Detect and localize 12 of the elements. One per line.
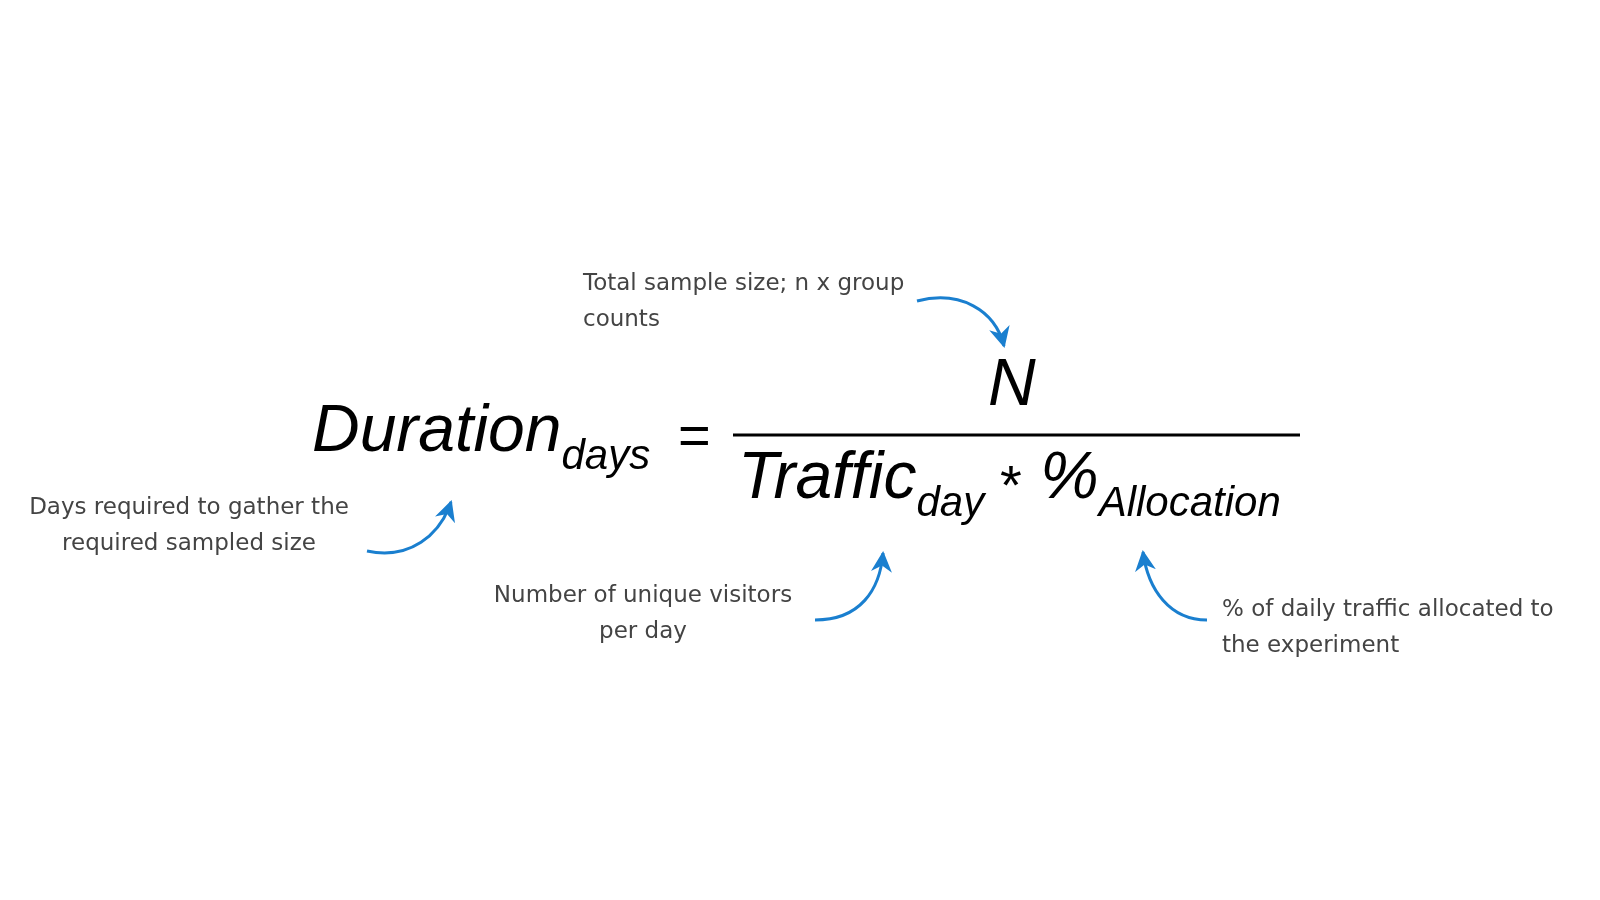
curved-arrow bbox=[366, 500, 454, 555]
curved-arrow bbox=[814, 550, 892, 622]
annotation-text: Number of unique visitors per day bbox=[488, 576, 798, 648]
formula-term: N bbox=[988, 344, 1036, 420]
annotation-text: % of daily traffic allocated to the experiment bbox=[1222, 590, 1567, 662]
curved-arrow bbox=[1135, 549, 1208, 622]
equals-sign: = bbox=[678, 405, 711, 465]
formula-term: Traffic$_{day}$ bbox=[738, 437, 985, 540]
annotation-text: Total sample size; n x group counts bbox=[583, 264, 913, 336]
curved-arrow bbox=[916, 296, 1009, 348]
multiplication-sign: * bbox=[1000, 455, 1022, 515]
formula-term: %$_{Allocation}$ bbox=[1040, 437, 1281, 540]
